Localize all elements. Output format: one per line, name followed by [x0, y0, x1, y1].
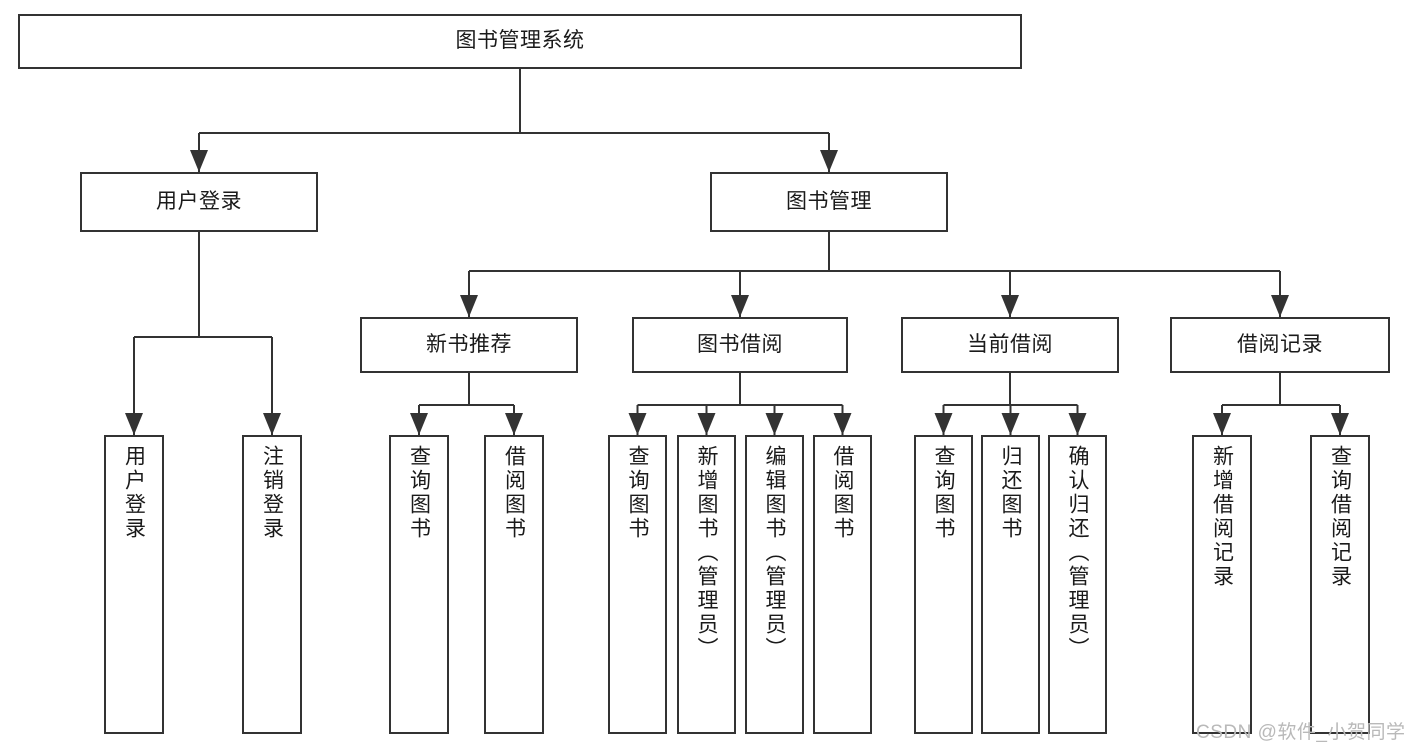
csdn-watermark: CSDN @软件_小贺同学 — [1196, 722, 1405, 743]
leaf-confirm-return-admin[interactable]: 确认归还（管理员） — [1048, 435, 1107, 734]
leaf-query-book-2[interactable]: 查询图书 — [608, 435, 667, 734]
leaf-borrow-book-2[interactable]: 借阅图书 — [813, 435, 872, 734]
node-label: 用户登录 — [122, 445, 146, 541]
node-label: 借阅图书 — [831, 445, 854, 541]
node-label: 用户登录 — [156, 189, 242, 213]
node-label: 新书推荐 — [426, 332, 512, 356]
node-label: 图书管理系统 — [455, 29, 585, 53]
node-user-login[interactable]: 用户登录 — [80, 172, 318, 232]
leaf-add-borrow-record[interactable]: 新增借阅记录 — [1192, 435, 1252, 734]
node-label: 查询图书 — [626, 445, 649, 541]
leaf-add-book-admin[interactable]: 新增图书（管理员） — [677, 435, 736, 734]
leaf-edit-book-admin[interactable]: 编辑图书（管理员） — [745, 435, 804, 734]
node-label: 归还图书 — [999, 445, 1022, 541]
node-label: 查询图书 — [407, 445, 431, 541]
leaf-borrow-book-1[interactable]: 借阅图书 — [484, 435, 544, 734]
node-label: 图书管理 — [786, 189, 872, 213]
node-label: 确认归还（管理员） — [1066, 445, 1089, 661]
leaf-query-book-1[interactable]: 查询图书 — [389, 435, 449, 734]
node-label: 借阅记录 — [1237, 332, 1323, 356]
node-label: 注销登录 — [260, 445, 284, 541]
node-label: 当前借阅 — [967, 332, 1053, 356]
node-label: 查询图书 — [932, 445, 955, 541]
leaf-query-borrow-record[interactable]: 查询借阅记录 — [1310, 435, 1370, 734]
leaf-user-login[interactable]: 用户登录 — [104, 435, 164, 734]
node-label: 新增借阅记录 — [1210, 445, 1234, 589]
node-current-borrow[interactable]: 当前借阅 — [901, 317, 1119, 373]
leaf-logout[interactable]: 注销登录 — [242, 435, 302, 734]
node-root-system[interactable]: 图书管理系统 — [18, 14, 1022, 69]
node-label: 编辑图书（管理员） — [763, 445, 786, 661]
node-book-borrow[interactable]: 图书借阅 — [632, 317, 848, 373]
leaf-query-book-3[interactable]: 查询图书 — [914, 435, 973, 734]
node-borrow-record[interactable]: 借阅记录 — [1170, 317, 1390, 373]
node-new-book-recommend[interactable]: 新书推荐 — [360, 317, 578, 373]
leaf-return-book[interactable]: 归还图书 — [981, 435, 1040, 734]
node-label: 新增图书（管理员） — [695, 445, 718, 661]
node-book-manage[interactable]: 图书管理 — [710, 172, 948, 232]
node-label: 查询借阅记录 — [1328, 445, 1352, 589]
node-label: 借阅图书 — [502, 445, 526, 541]
node-label: 图书借阅 — [697, 332, 783, 356]
